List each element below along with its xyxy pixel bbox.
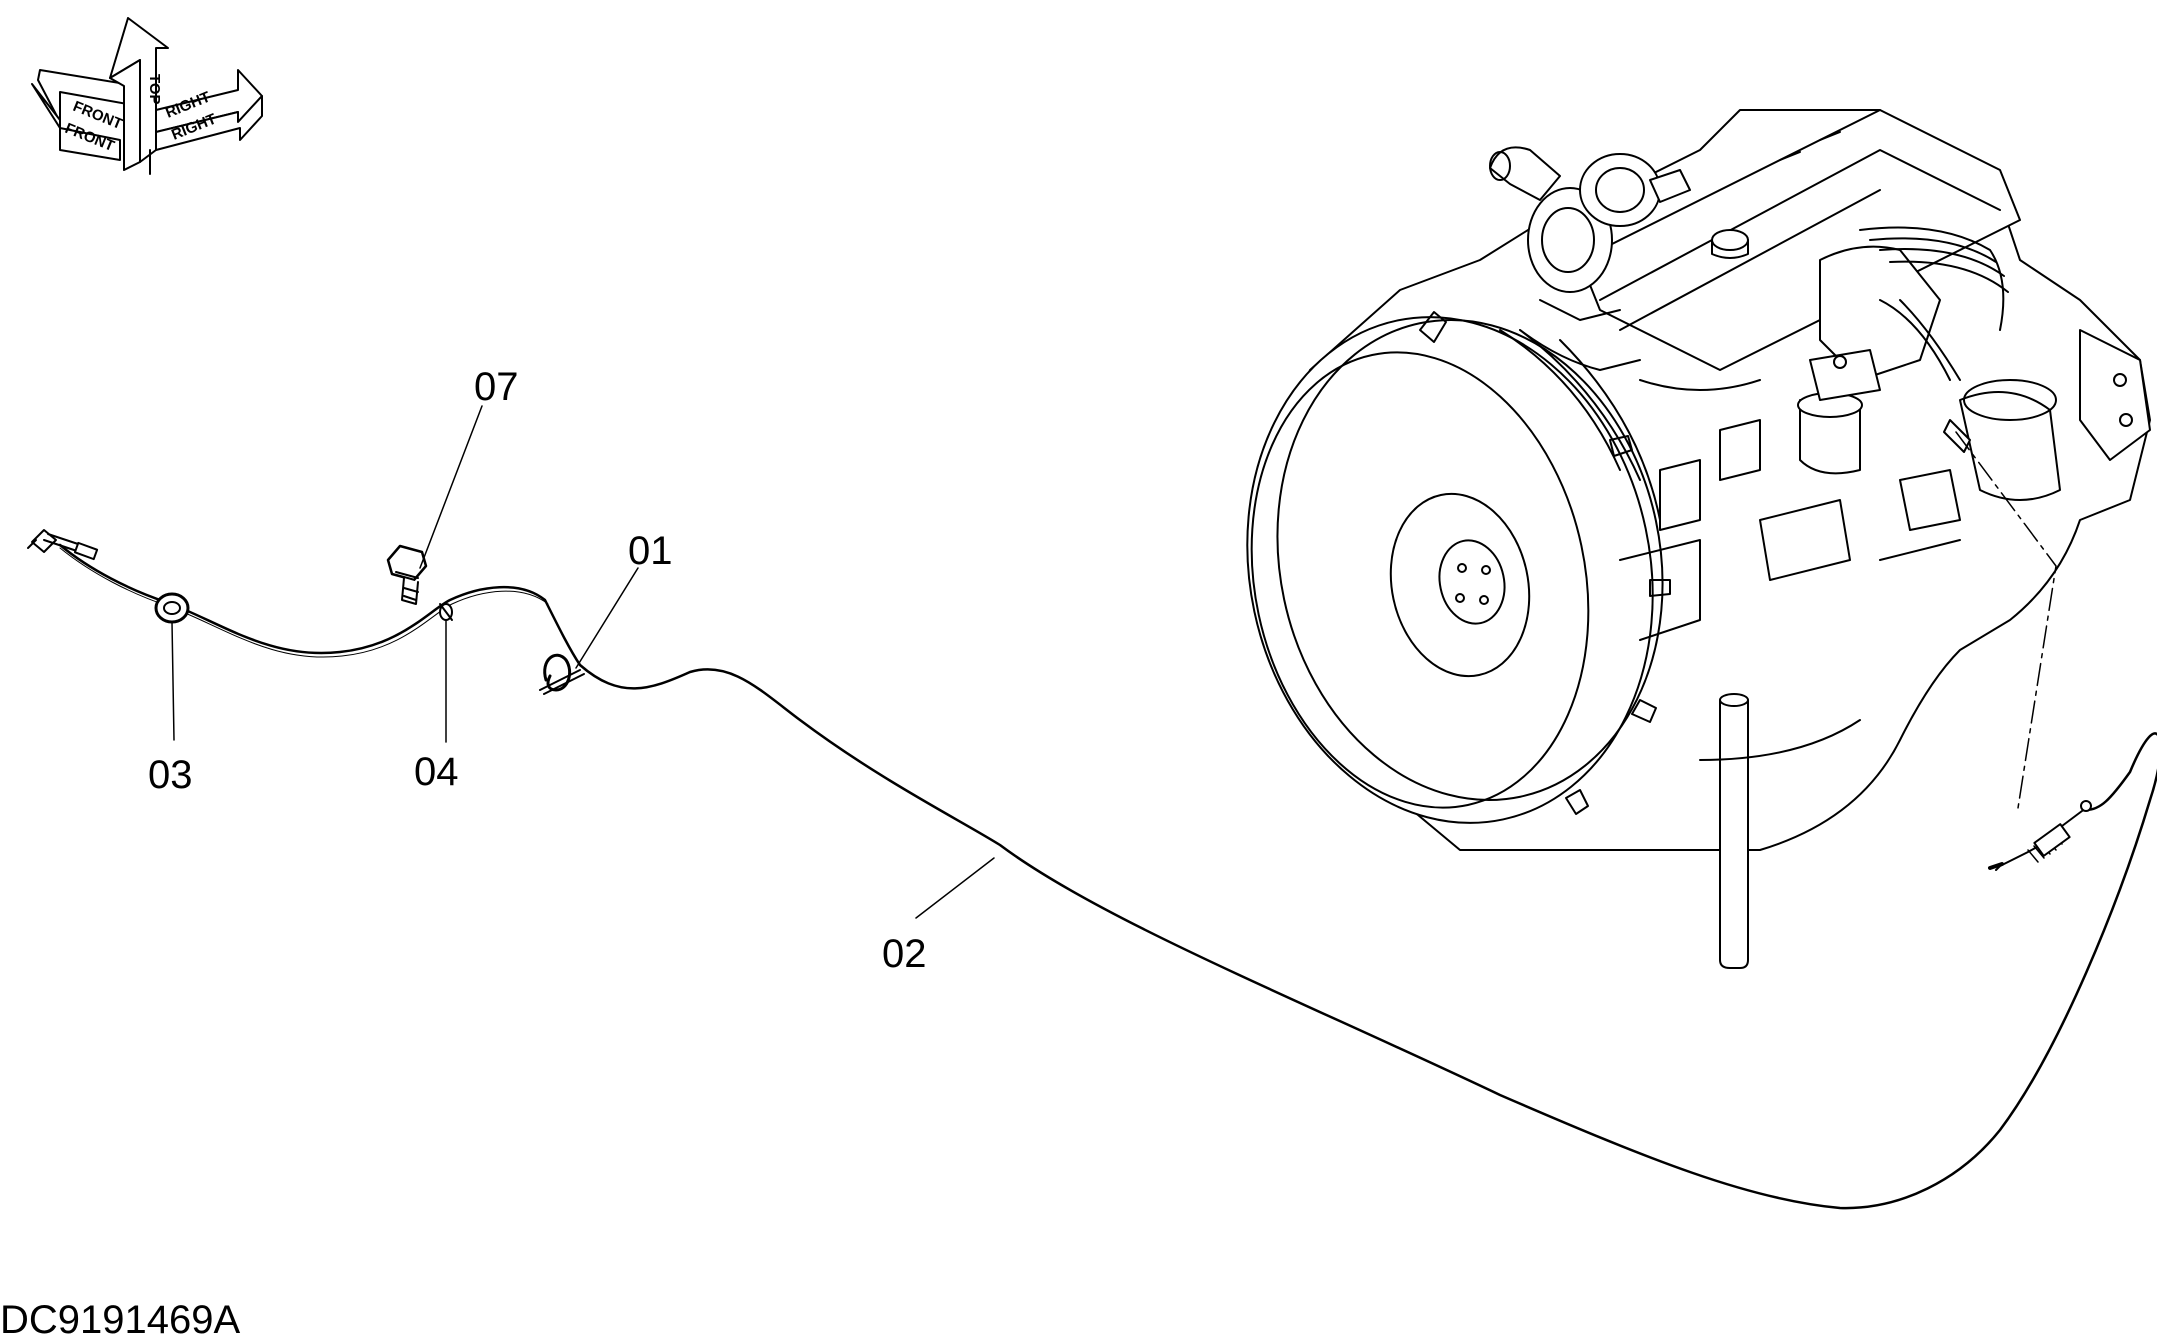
turbocharger <box>1489 146 1691 293</box>
stop-cable <box>58 543 2157 1210</box>
cable-clamp <box>539 653 585 695</box>
leader-lines <box>171 405 995 919</box>
fuel-filter <box>1797 349 1881 475</box>
drawing-id: DC9191469A <box>0 1298 240 1342</box>
cable-knob <box>27 529 99 561</box>
engine-assembly <box>1246 109 2151 969</box>
orientation-top: TOP <box>146 74 163 105</box>
bolt <box>386 544 428 605</box>
callout-03: 03 <box>148 753 193 797</box>
callout-02: 02 <box>882 932 927 976</box>
callout-01: 01 <box>628 529 673 573</box>
cable-clip <box>439 603 453 621</box>
grommet <box>154 592 190 624</box>
connection-line <box>1955 431 2057 809</box>
cable-end-fitting <box>1988 800 2092 871</box>
orientation-arrows-icon: FRONT FRONT TOP RIGHT RIGHT <box>31 17 263 175</box>
callout-04: 04 <box>414 750 459 794</box>
callout-07: 07 <box>474 365 519 409</box>
